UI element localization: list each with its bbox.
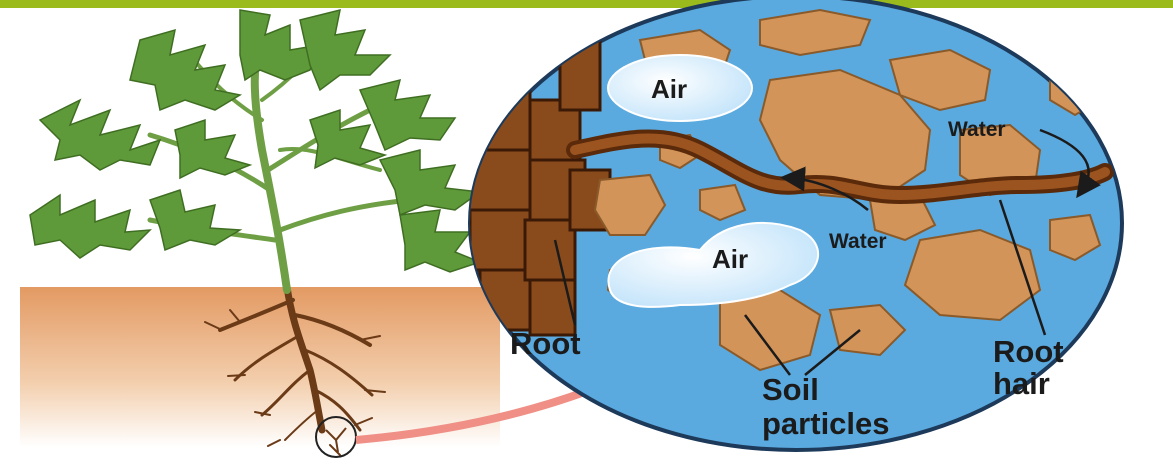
header-bar — [0, 0, 1173, 8]
root-hair-label-line2: hair — [993, 366, 1050, 401]
root-hair-label-line1: Root — [993, 334, 1064, 369]
soil-surface — [20, 287, 500, 447]
air-label-top: Air — [651, 74, 687, 104]
plant-leaves — [30, 10, 480, 272]
water-label-middle: Water — [829, 230, 887, 253]
soil-label-line1: Soil — [762, 372, 819, 407]
root-label: Root — [510, 326, 581, 361]
water-label-top: Water — [948, 118, 1006, 141]
air-label-bottom: Air — [712, 244, 748, 274]
soil-label-line2: particles — [762, 406, 890, 441]
